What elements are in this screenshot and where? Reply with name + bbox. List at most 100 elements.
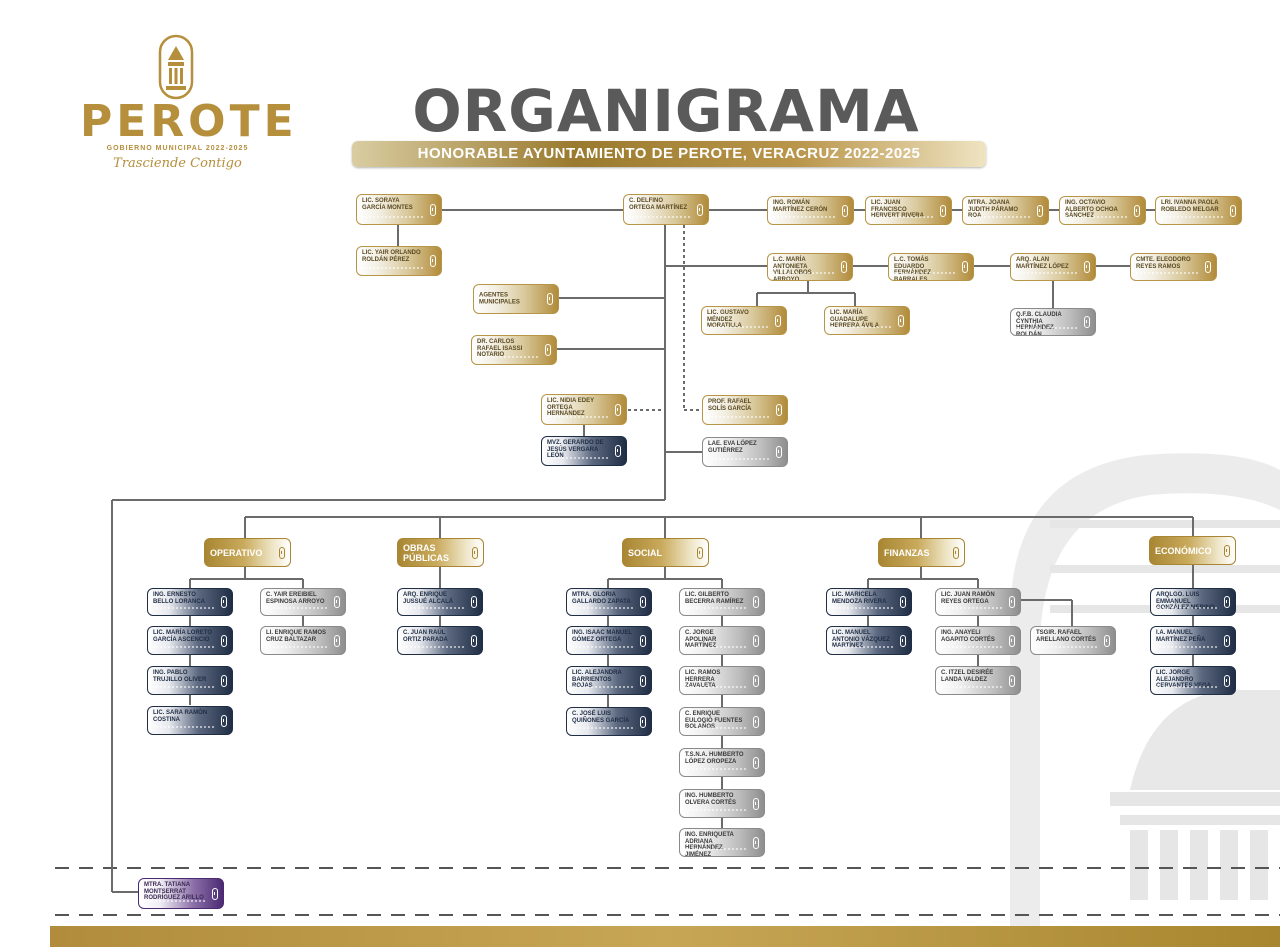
staff-box[interactable]: LIC. JUAN RAMÓN REYES ORTEGA (935, 588, 1021, 616)
staff-box[interactable]: C. JOSÉ LUIS QUIÑONES GARCÍA (566, 707, 652, 736)
pin-icon (753, 674, 759, 687)
box-guadalupe[interactable]: LIC. MARÍA GUADALUPE HERRERA ÁVILA (824, 306, 910, 335)
subtitle-text: HONORABLE AYUNTAMIENTO DE PEROTE, VERACR… (417, 145, 921, 162)
staff-box[interactable]: LIC. JORGE ALEJANDRO CERVANTES VEGA (1150, 666, 1236, 695)
pin-icon (1224, 544, 1230, 557)
staff-box[interactable]: ING. HUMBERTO OLVERA CORTÉS (679, 789, 765, 818)
box-juez-municipal[interactable]: DR. CARLOS RAFAEL ISASSI NOTARIO (471, 335, 557, 365)
box-role-line (685, 646, 746, 650)
box-name: ING. PABLO TRUJILLO OLIVER (153, 670, 207, 683)
pin-icon (776, 404, 782, 416)
box-role-line (153, 646, 214, 650)
box-suplente[interactable]: LIC. YAIR ORLANDO ROLDÁN PÉREZ (356, 246, 442, 276)
box-regidor-2[interactable]: LIC. JUAN FRANCISCO HERVERT RIVERA (865, 196, 952, 225)
box-name: MTRA. GLORIA GALLARDO ZAPATA (572, 592, 631, 605)
staff-box[interactable]: ARQLGO. LUIS EMMANUEL GONZÁLEZ MERINO (1150, 588, 1236, 616)
box-role-line (708, 458, 769, 462)
box-role-line (941, 646, 1002, 650)
box-eva[interactable]: LAE. EVA LÓPEZ GUTIÉRREZ (702, 437, 788, 467)
box-name: T.S.N.A. HUMBERTO LÓPEZ OROPEZA (685, 752, 744, 765)
box-name: C. YAIR EREIBIEL ESPINOSA ARROYO (266, 592, 325, 605)
box-name: ING. ANAYELI AGAPITO CORTÉS (941, 630, 995, 643)
staff-box[interactable]: TSGIR. RAFAEL ARELLANO CORTÉS (1030, 626, 1116, 655)
box-role-line (362, 267, 423, 271)
box-nidia[interactable]: LIC. NIDIA EDEY ORTEGA HERNÁNDEZ (541, 394, 627, 425)
pin-icon (898, 314, 904, 327)
staff-box[interactable]: LI. ENRIQUE RAMOS CRUZ BALTAZAR (260, 626, 346, 655)
box-name: AGENTES MUNICIPALES (479, 292, 520, 306)
box-proteccion-civil[interactable]: CMTE. ELEODORO REYES RAMOS (1130, 253, 1217, 281)
pin-icon (753, 715, 759, 728)
area-social[interactable]: SOCIAL (622, 538, 709, 567)
pin-icon (1009, 634, 1015, 647)
box-regidor-1[interactable]: ING. ROMÁN MARTÍNEZ CERÓN (767, 196, 854, 225)
box-role-line (871, 216, 933, 220)
staff-box[interactable]: LIC. ALEJANDRA BARRIENTOS ROJAS (566, 666, 652, 695)
box-role-line (153, 726, 214, 730)
staff-box[interactable]: LIC. MANUEL ANTONIO VÁZQUEZ MARTÍNEZ (826, 626, 912, 655)
box-name: C. ITZEL DESIRÉE LANDA VALDEZ (941, 670, 994, 683)
staff-box[interactable]: ARQ. ENRIQUE JUSSUÉ ALCALÁ (397, 588, 483, 616)
box-role-line (1016, 272, 1077, 276)
box-name: LIC. NIDIA EDEY ORTEGA HERNÁNDEZ (547, 398, 595, 417)
staff-box[interactable]: LIC. MARÍA LORETO GARCÍA ASCENCIO (147, 626, 233, 655)
box-role-line (153, 607, 214, 611)
box-regidor-3[interactable]: MTRA. JOANA JUDITH PÁRAMO ROA (962, 196, 1049, 225)
area-operativo[interactable]: OPERATIVO (204, 538, 291, 567)
box-gerardo[interactable]: MVZ. GERARDO DE JESÚS VERGARA LEÓN (541, 436, 627, 466)
staff-box[interactable]: C. ENRIQUE EULOGIO FUENTES BOLAÑOS (679, 707, 765, 736)
staff-box[interactable]: ING. ENRIQUETA ADRIANA HERNÁNDEZ JIMÉNEZ (679, 828, 765, 857)
pin-icon (753, 596, 759, 608)
staff-box[interactable]: LIC. MARICELA MENDOZA RIVERA (826, 588, 912, 616)
box-gustavo[interactable]: LIC. GUSTAVO MÉNDEZ MORATILLA (701, 306, 787, 335)
pin-icon (776, 446, 782, 458)
pin-icon (753, 634, 759, 647)
staff-box[interactable]: T.S.N.A. HUMBERTO LÓPEZ OROPEZA (679, 748, 765, 777)
box-role-line (832, 607, 893, 611)
box-name: PROF. RAFAEL SOLÍS GARCÍA (708, 399, 752, 412)
staff-box[interactable]: MTRA. GLORIA GALLARDO ZAPATA (566, 588, 652, 616)
staff-box[interactable]: C. JORGE APOLINAR MARTÍNEZ (679, 626, 765, 655)
box-name: LRI. IVANNA PAOLA ROBLEDO MELGAR (1161, 200, 1219, 213)
box-secretaria[interactable]: L.C. MARÍA ANTONIETA VILLALOBOS ARROYO (767, 253, 853, 281)
box-name: ING. ENRIQUETA ADRIANA HERNÁNDEZ JIMÉNEZ (685, 832, 734, 857)
staff-box[interactable]: C. JUAN RAÚL ORTIZ PARADA (397, 626, 483, 655)
box-name: CMTE. ELEODORO REYES RAMOS (1136, 257, 1191, 270)
staff-box[interactable]: LIC. RAMOS HERRERA ZAVALETA (679, 666, 765, 695)
pin-icon (753, 797, 759, 810)
box-agentes-municipales[interactable]: AGENTES MUNICIPALES (473, 284, 559, 314)
area-economico[interactable]: ECONÓMICO (1149, 536, 1236, 565)
box-role-line (629, 216, 690, 220)
box-role-line (1016, 327, 1077, 331)
staff-box[interactable]: C. YAIR EREIBIEL ESPINOSA ARROYO (260, 588, 346, 616)
staff-box[interactable]: C. ITZEL DESIRÉE LANDA VALDEZ (935, 666, 1021, 695)
box-dif[interactable]: MTRA. TATIANA MONTSERRAT RODRÍGUEZ ARILL… (138, 878, 224, 909)
box-presidente[interactable]: C. DELFINO ORTEGA MARTÍNEZ (623, 194, 709, 225)
box-tesoreria[interactable]: L.C. TOMÁS EDUARDO FERNÁNDEZ BARRALES (888, 253, 974, 281)
perote-logo: PEROTE GOBIERNO MUNICIPAL 2022-2025 Tras… (80, 34, 294, 179)
staff-box[interactable]: LIC. GILBERTO BECERRA RAMÍREZ (679, 588, 765, 616)
box-regidor-5[interactable]: LRI. IVANNA PAOLA ROBLEDO MELGAR (1155, 196, 1242, 225)
box-regidor-4[interactable]: ING. OCTAVIO ALBERTO OCHOA SÁNCHEZ (1059, 196, 1146, 225)
box-role-line (1156, 686, 1217, 690)
box-role-line (362, 216, 423, 220)
box-claudia[interactable]: Q.F.B. CLAUDIA CYNTHIA HERNÁNDEZ ROLDÁN (1010, 308, 1096, 336)
staff-box[interactable]: I.A. MANUEL MARTÍNEZ PEÑA (1150, 626, 1236, 655)
box-name: ING. HUMBERTO OLVERA CORTÉS (685, 793, 737, 806)
box-sindica[interactable]: LIC. SORAYA GARCÍA MONTES (356, 194, 442, 225)
staff-box[interactable]: ING. ANAYELI AGAPITO CORTÉS (935, 626, 1021, 655)
box-role-line (266, 646, 327, 650)
area-obras-publicas[interactable]: OBRAS PÚBLICAS (397, 538, 484, 567)
area-finanzas[interactable]: FINANZAS (878, 538, 965, 567)
box-contraloria[interactable]: ARQ. ALAN MARTÍNEZ LÓPEZ (1010, 253, 1096, 281)
box-role-line (685, 768, 746, 772)
staff-box[interactable]: ING. PABLO TRUJILLO OLIVER (147, 666, 233, 695)
staff-box[interactable]: ING. ISAAC MANUEL GÓMEZ ORTEGA (566, 626, 652, 655)
area-label: OBRAS PÚBLICAS (403, 542, 450, 563)
staff-box[interactable]: LIC. SARA RAMÓN COSTINA (147, 706, 233, 735)
box-name: ING. ERNESTO BELLO LORANCA (153, 592, 205, 605)
pin-icon (430, 255, 436, 267)
box-rafael-solis[interactable]: PROF. RAFAEL SOLÍS GARCÍA (702, 395, 788, 425)
staff-box[interactable]: ING. ERNESTO BELLO LORANCA (147, 588, 233, 616)
